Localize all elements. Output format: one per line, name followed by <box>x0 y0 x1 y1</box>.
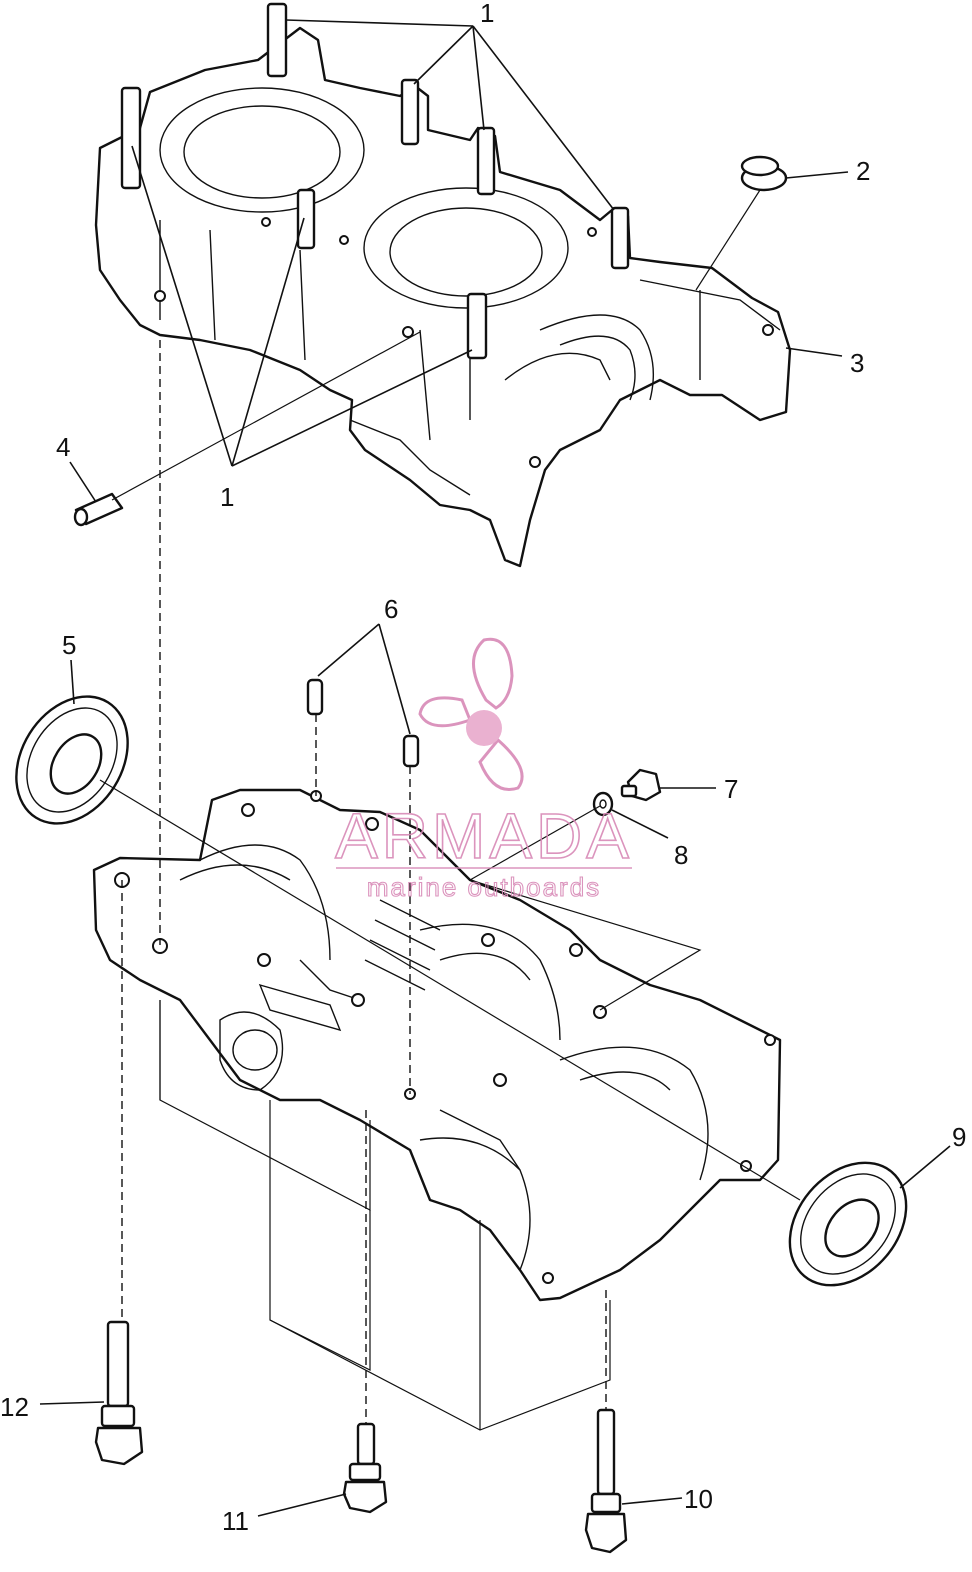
callout-1-top: 1 <box>480 0 494 28</box>
sealant-outline <box>159 879 702 1431</box>
plug <box>740 155 788 192</box>
callout-11: 11 <box>222 1506 249 1536</box>
bolt-12 <box>94 1320 144 1466</box>
dowel-pins-6 <box>306 678 420 768</box>
watermark-tagline: marine outboards <box>367 872 601 902</box>
propeller-icon <box>418 637 524 791</box>
callout-5: 5 <box>62 630 76 660</box>
bolt-7 <box>620 768 662 802</box>
bolt-10 <box>584 1408 628 1554</box>
callout-8: 8 <box>674 840 688 870</box>
dowel-pin-4 <box>73 492 124 527</box>
watermark-brand: ARMADA <box>335 800 633 872</box>
upper-crankcase <box>94 26 792 568</box>
callout-12: 12 <box>0 1392 29 1422</box>
callout-3: 3 <box>850 348 864 378</box>
oil-seal-9 <box>788 1161 908 1287</box>
washer-8 <box>592 791 614 817</box>
callout-2: 2 <box>856 156 870 186</box>
callout-9: 9 <box>952 1122 966 1152</box>
callout-7: 7 <box>724 774 738 804</box>
callout-6: 6 <box>384 594 398 624</box>
bolt-11 <box>342 1422 388 1514</box>
watermark: ARMADA marine outboards <box>334 637 633 903</box>
callout-1-bottom: 1 <box>220 482 234 512</box>
callout-4: 4 <box>56 432 70 462</box>
studs <box>120 2 630 360</box>
oil-seal-5 <box>15 695 129 825</box>
leader-lines <box>39 19 951 1517</box>
alignment-lines <box>99 189 801 1424</box>
callout-10: 10 <box>684 1484 713 1514</box>
callout-labels: 1 1 2 3 4 5 6 7 8 9 10 11 12 <box>0 0 966 1536</box>
